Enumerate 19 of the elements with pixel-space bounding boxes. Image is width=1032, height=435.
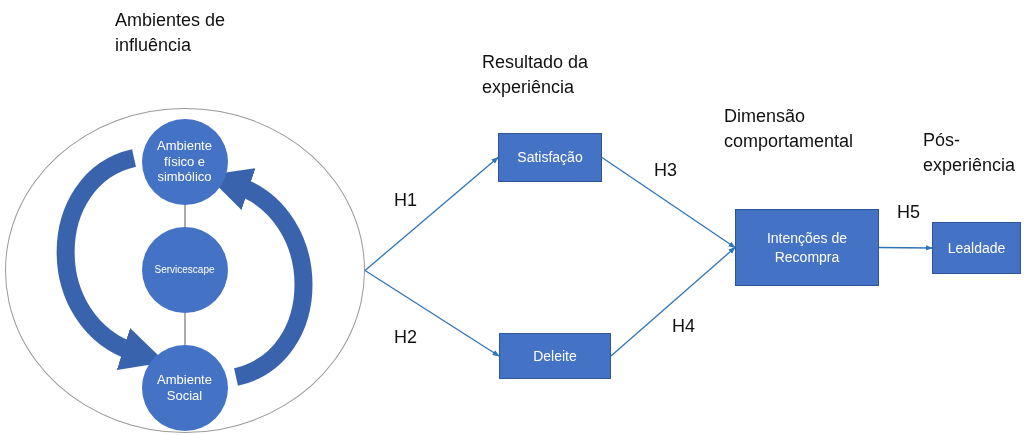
process-box: Intenções de Recompra	[735, 209, 879, 286]
arrow	[610, 246, 736, 357]
column-heading: Dimensão comportamental	[724, 105, 855, 154]
column-heading: Resultado da experiência	[482, 51, 590, 100]
arrow	[878, 245, 933, 251]
ellipse-boundary	[5, 108, 365, 433]
connector-line	[184, 204, 186, 228]
circle-node: Servicescape	[141, 226, 228, 313]
process-box: Deleite	[499, 333, 611, 379]
process-box: Satisfação	[498, 133, 602, 182]
process-box: Lealdade	[932, 222, 1021, 274]
column-heading: Ambientes de influência	[115, 9, 227, 58]
arrow	[601, 156, 736, 249]
column-heading: Pós-experiência	[923, 129, 1017, 178]
circle-node: Ambiente Social	[141, 344, 228, 431]
arrow	[364, 269, 500, 357]
connector-line	[184, 312, 186, 346]
circle-node: Ambiente físico e simbólico	[141, 118, 228, 205]
arrow	[364, 156, 499, 272]
